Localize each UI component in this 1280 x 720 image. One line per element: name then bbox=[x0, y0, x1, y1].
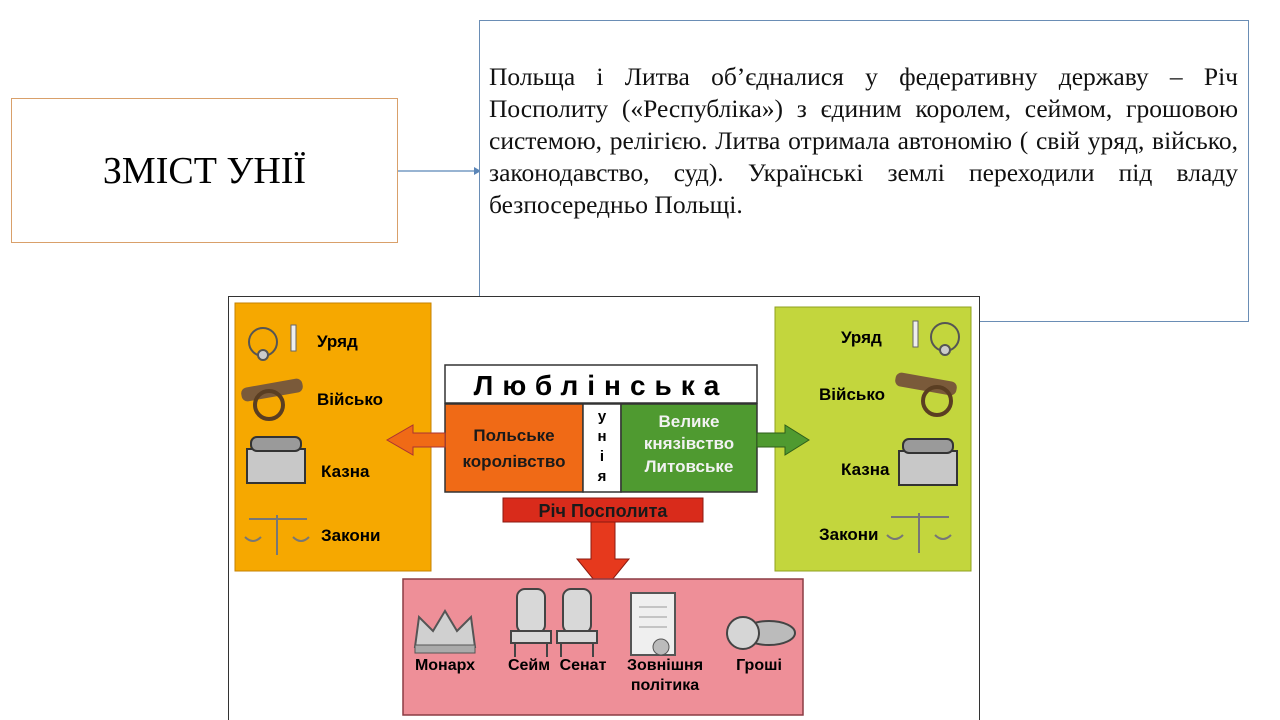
union-letter: н bbox=[597, 428, 606, 445]
throne-icon bbox=[556, 588, 598, 657]
lithuania-label: князівство bbox=[644, 434, 734, 453]
scales-icon bbox=[244, 515, 310, 555]
throne-icon bbox=[510, 588, 552, 657]
scales-icon bbox=[886, 513, 952, 553]
poland-label: королівство bbox=[463, 452, 566, 471]
right-item-label: Закони bbox=[819, 525, 879, 544]
slide-heading-box: ЗМІСТ УНІЇ bbox=[11, 98, 398, 243]
right-item-label: Казна bbox=[841, 460, 890, 479]
common-label: Монарх bbox=[415, 657, 475, 674]
poland-box bbox=[444, 403, 584, 493]
common-label: Гроші bbox=[736, 657, 782, 674]
right-arrow bbox=[756, 424, 810, 456]
union-letter: у bbox=[598, 408, 607, 425]
exclamation-icon bbox=[290, 324, 297, 352]
lithuania-box bbox=[620, 403, 758, 493]
coins-icon bbox=[726, 616, 796, 650]
left-item-label: Казна bbox=[321, 462, 370, 481]
left-item-label: Військо bbox=[317, 390, 383, 409]
description-box: Польща і Литва об’єдналися у федеративну… bbox=[479, 20, 1249, 322]
common-label: Зовнішня bbox=[627, 657, 703, 674]
exclamation-icon bbox=[912, 320, 919, 348]
common-label: політика bbox=[631, 677, 699, 694]
down-arrow bbox=[575, 521, 631, 592]
cannon-icon bbox=[241, 378, 303, 421]
left-arrow bbox=[385, 424, 446, 456]
union-letter: я bbox=[598, 468, 607, 485]
cannon-icon bbox=[895, 372, 957, 417]
connector-arrow bbox=[398, 167, 481, 175]
scroll-icon bbox=[630, 592, 676, 656]
slide-heading: ЗМІСТ УНІЇ bbox=[102, 149, 307, 192]
chest-icon bbox=[246, 436, 306, 484]
poland-label: Польське bbox=[473, 426, 554, 445]
common-label: Сенат bbox=[560, 657, 607, 674]
union-title: Люблінська bbox=[474, 370, 729, 401]
union-title-box bbox=[444, 364, 758, 404]
description-text: Польща і Литва об’єдналися у федеративну… bbox=[489, 62, 1238, 219]
lithuania-label: Велике bbox=[659, 412, 720, 431]
left-item-label: Уряд bbox=[317, 332, 358, 351]
necklace-icon bbox=[248, 327, 278, 361]
necklace-icon bbox=[930, 322, 960, 356]
right-item-label: Військо bbox=[819, 385, 885, 404]
rzeczpospolita-label: Річ Посполита bbox=[539, 501, 669, 521]
lublin-union-diagram: Уряд Військо Казна Закони Уряд Військо К… bbox=[228, 296, 980, 720]
union-word-box bbox=[582, 403, 622, 493]
chest-icon bbox=[898, 438, 958, 486]
left-item-label: Закони bbox=[321, 526, 381, 545]
crown-icon bbox=[413, 609, 477, 654]
union-letter: і bbox=[600, 448, 604, 465]
lithuania-label: Литовське bbox=[645, 457, 734, 476]
right-item-label: Уряд bbox=[841, 328, 882, 347]
rzeczpospolita-bar bbox=[502, 497, 704, 523]
common-label: Сейм bbox=[508, 657, 550, 674]
